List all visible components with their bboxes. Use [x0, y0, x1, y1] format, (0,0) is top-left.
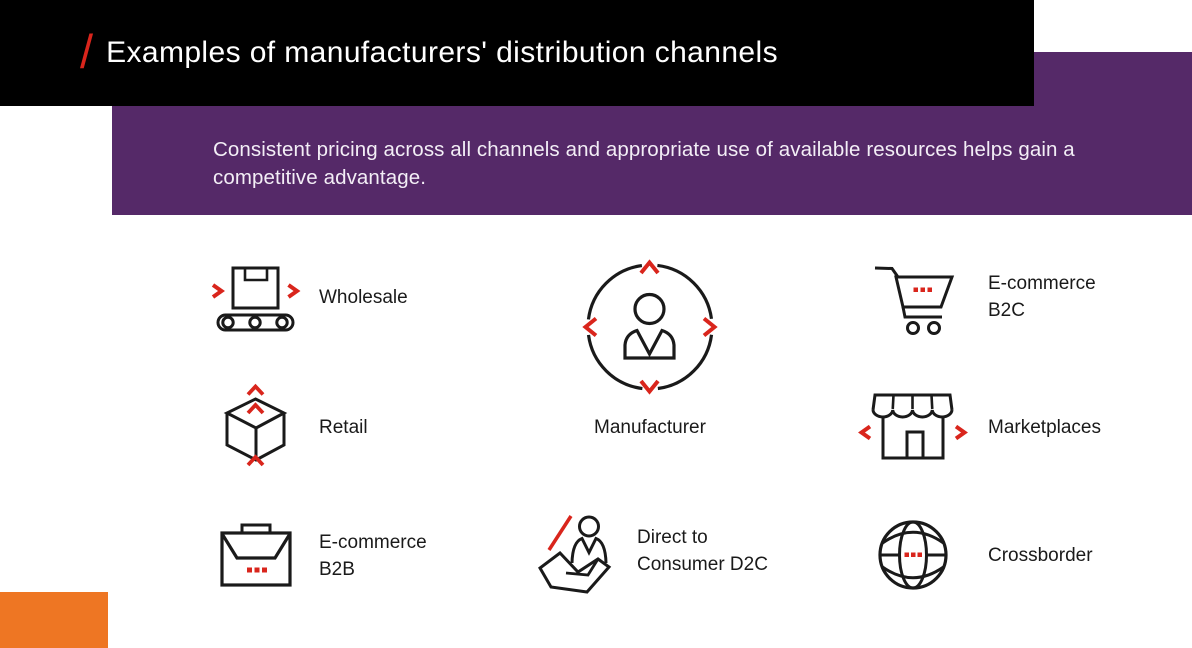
channel-ecommerce-b2b	[206, 513, 306, 593]
subtitle-text: Consistent pricing across all channels a…	[213, 138, 1075, 189]
channel-label-direct-to-consumer: Direct to Consumer D2C	[637, 527, 768, 575]
person-in-circle-icon	[582, 259, 718, 395]
channel-crossborder	[868, 511, 958, 601]
channel-direct-to-consumer	[528, 505, 638, 600]
channel-ecommerce-b2c	[863, 260, 963, 340]
globe-icon	[878, 520, 948, 590]
title-bar: / Examples of manufacturers' distributio…	[0, 0, 1034, 106]
orange-accent-square	[0, 592, 108, 648]
channel-wholesale	[203, 256, 303, 340]
conveyor-box-icon	[211, 266, 301, 332]
briefcase-icon	[220, 523, 292, 587]
page-title: Examples of manufacturers' distribution …	[106, 36, 778, 69]
channel-label-marketplaces: Marketplaces	[988, 417, 1101, 438]
channel-label-ecommerce-b2b: E-commerce B2B	[319, 532, 427, 580]
cube-box-icon	[223, 383, 288, 467]
center-node-manufacturer	[580, 257, 720, 397]
channel-label-wholesale: Wholesale	[319, 287, 408, 308]
channel-label-crossborder: Crossborder	[988, 545, 1093, 566]
title-slash-mark: /	[80, 24, 94, 78]
hand-holding-person-icon	[538, 515, 612, 594]
shopping-cart-icon	[874, 266, 955, 335]
channel-label-ecommerce-b2c: E-commerce B2C	[988, 273, 1096, 321]
storefront-icon	[858, 393, 968, 460]
center-node-label: Manufacturer	[594, 417, 706, 438]
channel-retail	[206, 383, 306, 473]
channel-label-retail: Retail	[319, 417, 368, 438]
channel-marketplaces	[853, 388, 973, 468]
